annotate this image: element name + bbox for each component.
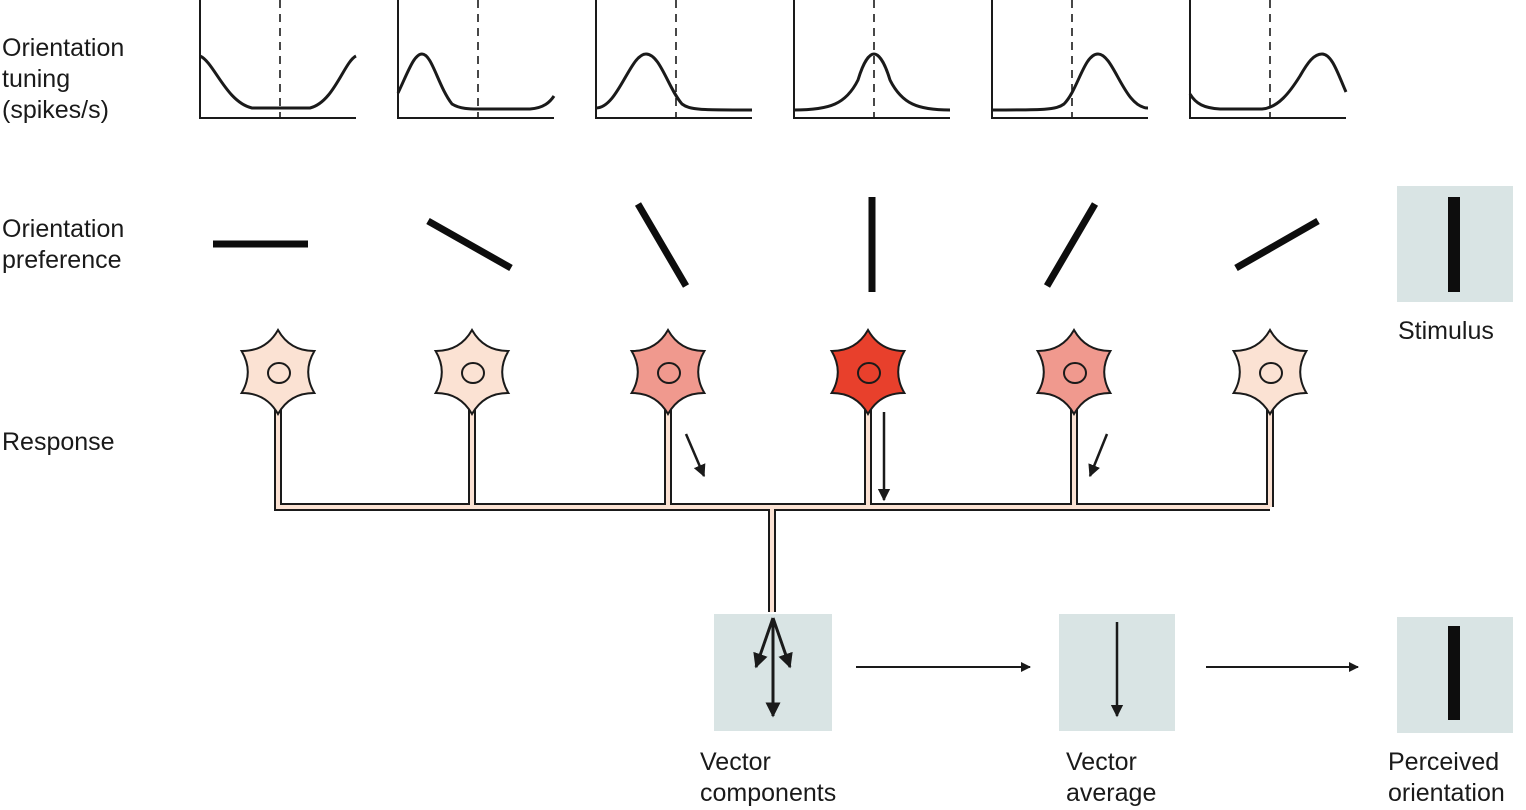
neuron-nucleus <box>657 362 681 384</box>
tuning-curve-3 <box>595 0 753 119</box>
neuron-nucleus <box>1259 362 1283 384</box>
neuron-body <box>629 327 707 417</box>
label-vector-components: Vector components <box>700 747 836 809</box>
label-line: orientation <box>1388 779 1505 807</box>
label-perceived-orientation: Perceived orientation <box>1388 747 1505 809</box>
neuron-icon <box>1231 327 1309 417</box>
vector-average-panel <box>1059 614 1175 731</box>
label-line: Orientation <box>2 34 125 62</box>
stimulus-bar-icon <box>1448 197 1460 292</box>
neuron-icon <box>829 327 907 417</box>
response-arrow-n5 <box>1088 433 1109 478</box>
neuron-icon <box>1035 327 1113 417</box>
response-arrow-n3 <box>684 433 706 478</box>
neuron-nucleus <box>267 362 291 384</box>
orientation-bar-icon <box>634 202 690 288</box>
neuron-body <box>239 327 317 417</box>
axon-network <box>274 402 1274 612</box>
component-arrow-left <box>753 617 775 669</box>
neuron-icon <box>629 327 707 417</box>
label-line: Perceived <box>1388 748 1500 776</box>
label-response: Response <box>2 427 115 458</box>
label-line: Stimulus <box>1398 317 1494 345</box>
tuning-curve-4 <box>793 0 951 119</box>
perceived-orientation-panel <box>1397 617 1513 733</box>
neuron-icon <box>239 327 317 417</box>
stimulus-panel <box>1397 186 1513 302</box>
perceived-bar-icon <box>1448 626 1460 720</box>
neuron-body <box>1035 327 1113 417</box>
neuron-body <box>433 327 511 417</box>
neuron-nucleus <box>461 362 485 384</box>
tuning-curve-5 <box>991 0 1149 119</box>
neurons <box>239 327 1309 417</box>
orientation-bar-icon <box>1043 202 1099 288</box>
neuron-body <box>1231 327 1309 417</box>
label-line: Response <box>2 428 115 456</box>
label-line: components <box>700 779 837 807</box>
label-orientation-tuning: Orientation tuning (spikes/s) <box>2 33 124 126</box>
label-line: (spikes/s) <box>2 96 109 124</box>
neuron-body <box>829 327 907 417</box>
tuning-curves <box>199 0 1348 119</box>
neuron-nucleus <box>1063 362 1087 384</box>
label-orientation-preference: Orientation preference <box>2 214 124 276</box>
label-line: tuning <box>2 65 71 93</box>
response-arrows <box>684 412 1109 502</box>
label-line: average <box>1066 779 1157 807</box>
label-line: Vector <box>700 748 771 776</box>
orientation-bar-icon <box>426 217 513 272</box>
neuron-icon <box>433 327 511 417</box>
label-vector-average: Vector average <box>1066 747 1156 809</box>
label-line: preference <box>2 246 122 274</box>
tuning-curve-2 <box>396 0 556 119</box>
tuning-curve-1 <box>199 0 357 119</box>
component-arrow-right <box>771 617 793 669</box>
orientation-bars <box>213 197 1320 292</box>
neuron-nucleus <box>857 362 881 384</box>
label-stimulus: Stimulus <box>1398 316 1494 347</box>
orientation-bar-icon <box>1234 217 1320 272</box>
vector-components-panel <box>714 614 832 731</box>
label-line: Orientation <box>2 215 125 243</box>
label-line: Vector <box>1066 748 1137 776</box>
tuning-curve-6 <box>1188 0 1348 119</box>
